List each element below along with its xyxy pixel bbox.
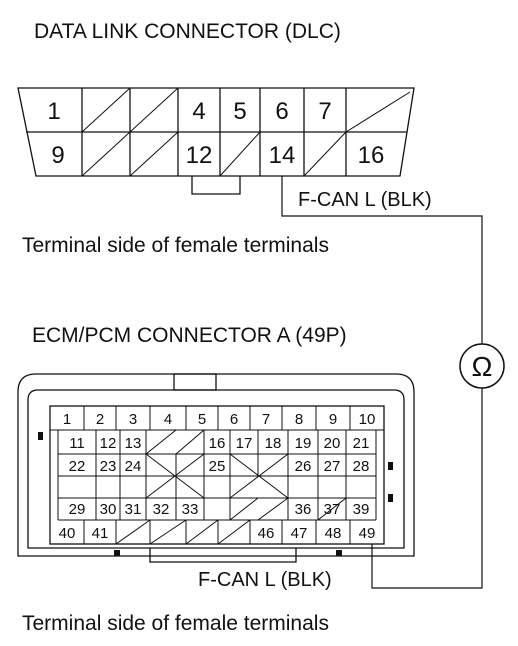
dlc-empty-slash xyxy=(129,87,179,133)
ecm-pin: 26 xyxy=(295,458,312,475)
ecm-pin: 30 xyxy=(100,501,117,518)
ecm-pin: 39 xyxy=(353,501,370,518)
ecm-pin: 12 xyxy=(100,435,117,452)
dlc-pin: 9 xyxy=(51,142,64,169)
dlc-empty-slash xyxy=(81,87,131,133)
ecm-pin: 19 xyxy=(295,435,312,452)
ecm-terminal-block xyxy=(49,405,385,545)
ecm-key xyxy=(388,494,393,502)
ecm-bottom-notch xyxy=(149,548,297,563)
ecm-pin: 41 xyxy=(92,525,109,542)
ecm-pin: 10 xyxy=(359,411,376,428)
ecm-pin: 47 xyxy=(291,525,308,542)
ecm-empty-slash xyxy=(229,497,259,521)
dlc-body xyxy=(17,87,415,177)
ecm-pin: 40 xyxy=(59,525,76,542)
dlc-pin: 14 xyxy=(269,142,296,169)
ecm-inner-shell xyxy=(27,389,405,549)
ecm-pin: 4 xyxy=(164,411,172,428)
ecm-empty-slash xyxy=(217,519,251,545)
ecm-pin: 2 xyxy=(96,411,104,428)
ecm-pin: 24 xyxy=(125,458,142,475)
ecm-shell xyxy=(17,373,415,557)
ecm-pin: 22 xyxy=(69,458,86,475)
ecm-pin: 48 xyxy=(325,525,342,542)
dlc-empty-slash xyxy=(345,91,411,133)
ecm-key xyxy=(114,550,120,556)
ecm-pin: 1 xyxy=(63,411,71,428)
ecm-empty-slash xyxy=(185,519,219,545)
ecm-wire-label: F-CAN L (BLK) xyxy=(198,569,332,591)
ecm-pin: 29 xyxy=(69,501,86,518)
ecm-empty-slash xyxy=(145,429,177,455)
dlc-pin: 1 xyxy=(47,98,60,125)
ecm-pin: 17 xyxy=(236,435,253,452)
dlc-latch xyxy=(191,176,241,195)
dlc-title: DATA LINK CONNECTOR (DLC) xyxy=(34,20,341,43)
ecm-pin: 3 xyxy=(129,411,137,428)
ecm-empty-slash xyxy=(175,429,205,455)
ecm-pin: 36 xyxy=(295,501,312,518)
dlc-pin: 6 xyxy=(275,98,288,125)
ecm-key xyxy=(388,462,393,470)
ecm-empty-slash xyxy=(257,497,289,521)
ecm-pin: 5 xyxy=(198,411,206,428)
ecm-empty-slash xyxy=(115,519,151,545)
ecm-pin: 28 xyxy=(353,458,370,475)
dlc-pin: 12 xyxy=(186,142,213,169)
ecm-pin: 7 xyxy=(262,411,270,428)
dlc-pin: 16 xyxy=(358,142,385,169)
dlc-pin: 7 xyxy=(318,98,331,125)
dlc-connector: 1 4 5 6 7 9 12 14 16 xyxy=(17,87,415,195)
dlc-wire-label: F-CAN L (BLK) xyxy=(298,189,432,211)
ecm-pin: 16 xyxy=(209,435,226,452)
ecm-pin: 9 xyxy=(329,411,337,428)
ecm-empty-cross xyxy=(145,453,205,499)
dlc-empty-slash xyxy=(219,131,261,177)
ecm-pin: 37 xyxy=(324,501,341,518)
dlc-empty-slash xyxy=(81,131,131,177)
ecm-empty-cross xyxy=(229,453,289,499)
ecm-pin: 27 xyxy=(324,458,341,475)
ecm-probe-wire xyxy=(371,388,483,589)
dlc-pin: 4 xyxy=(192,98,205,125)
ecm-empty-slash xyxy=(317,497,347,521)
ecm-connector: 1 2 3 4 5 6 7 8 9 10 11 12 13 16 17 18 1… xyxy=(17,373,415,563)
ecm-empty-slash xyxy=(149,519,187,545)
ecm-pin: 23 xyxy=(100,458,117,475)
ecm-top-latch xyxy=(173,373,217,391)
ecm-pin: 32 xyxy=(153,501,170,518)
ohm-symbol: Ω xyxy=(472,351,493,382)
dlc-empty-slash xyxy=(129,131,179,177)
ecm-caption: Terminal side of female terminals xyxy=(22,612,329,635)
dlc-pin: 5 xyxy=(233,98,246,125)
ecm-pin: 8 xyxy=(295,411,303,428)
dlc-caption: Terminal side of female terminals xyxy=(22,234,329,257)
ecm-pin: 11 xyxy=(69,435,85,452)
ecm-pin: 31 xyxy=(125,501,142,518)
dlc-empty-slash xyxy=(303,131,347,177)
ecm-pin: 25 xyxy=(209,458,226,475)
ecm-pin: 13 xyxy=(125,435,142,452)
ecm-title: ECM/PCM CONNECTOR A (49P) xyxy=(32,324,347,347)
ecm-pin: 20 xyxy=(324,435,341,452)
ecm-pin: 46 xyxy=(258,525,275,542)
dlc-probe-wire xyxy=(281,176,483,344)
ecm-pin: 6 xyxy=(230,411,238,428)
ecm-key xyxy=(38,432,43,440)
ecm-pin: 21 xyxy=(353,435,370,452)
ecm-pin: 49 xyxy=(359,525,376,542)
ecm-pin: 18 xyxy=(265,435,282,452)
ecm-key xyxy=(336,550,342,556)
ecm-pin: 33 xyxy=(182,501,199,518)
ohmmeter: Ω xyxy=(459,343,505,389)
